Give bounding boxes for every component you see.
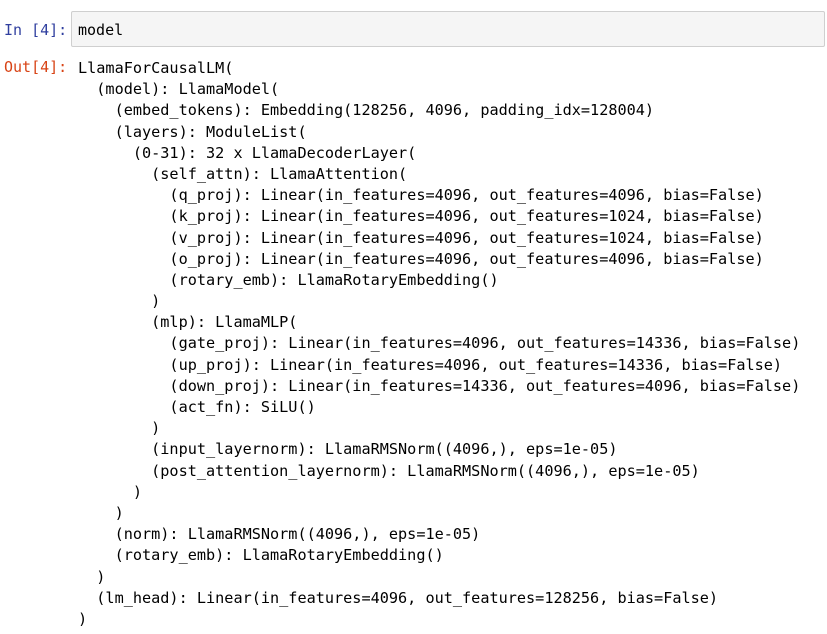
output-line: (norm): LlamaRMSNorm((4096,), eps=1e-05) bbox=[78, 525, 481, 544]
output-line: LlamaForCausalLM( bbox=[78, 59, 234, 77]
output-line: (lm_head): Linear(in_features=4096, out_… bbox=[78, 588, 719, 607]
output-line: (0-31): 32 x LlamaDecoderLayer( bbox=[78, 143, 417, 162]
input-cell[interactable]: In [4]: model bbox=[0, 11, 827, 49]
output-line: (act_fn): SiLU() bbox=[78, 398, 316, 416]
output-prompt: Out[4]: bbox=[4, 58, 68, 76]
output-line: ) bbox=[78, 419, 161, 438]
input-prompt: In [4]: bbox=[4, 21, 68, 39]
output-line: ) bbox=[78, 292, 161, 311]
output-line: (k_proj): Linear(in_features=4096, out_f… bbox=[78, 207, 764, 226]
output-line: (model): LlamaModel( bbox=[78, 80, 280, 99]
output-line: (post_attention_layernorm): LlamaRMSNorm… bbox=[78, 461, 700, 480]
output-line: (mlp): LlamaMLP( bbox=[78, 313, 298, 332]
output-line: (layers): ModuleList( bbox=[78, 122, 307, 141]
output-line: (o_proj): Linear(in_features=4096, out_f… bbox=[78, 249, 764, 268]
output-line: (embed_tokens): Embedding(128256, 4096, … bbox=[78, 101, 655, 120]
output-line: (v_proj): Linear(in_features=4096, out_f… bbox=[78, 228, 764, 247]
output-line: (rotary_emb): LlamaRotaryEmbedding() bbox=[78, 546, 444, 565]
output-line: (gate_proj): Linear(in_features=4096, ou… bbox=[78, 334, 801, 353]
output-line: ) bbox=[78, 482, 143, 501]
code-input-text[interactable]: model bbox=[78, 21, 124, 39]
output-line: ) bbox=[78, 609, 88, 628]
output-line: (q_proj): Linear(in_features=4096, out_f… bbox=[78, 186, 764, 205]
output-line: (input_layernorm): LlamaRMSNorm((4096,),… bbox=[78, 440, 618, 459]
output-line: ) bbox=[78, 567, 106, 586]
code-input-area[interactable]: model bbox=[71, 11, 825, 47]
output-line: (rotary_emb): LlamaRotaryEmbedding() bbox=[78, 270, 499, 289]
output-line: ) bbox=[78, 503, 124, 522]
output-line: (up_proj): Linear(in_features=4096, out_… bbox=[78, 355, 783, 374]
output-area: LlamaForCausalLM( (model): LlamaModel( (… bbox=[78, 58, 800, 630]
output-line: (self_attn): LlamaAttention( bbox=[78, 164, 408, 183]
output-line: (down_proj): Linear(in_features=14336, o… bbox=[78, 376, 801, 395]
